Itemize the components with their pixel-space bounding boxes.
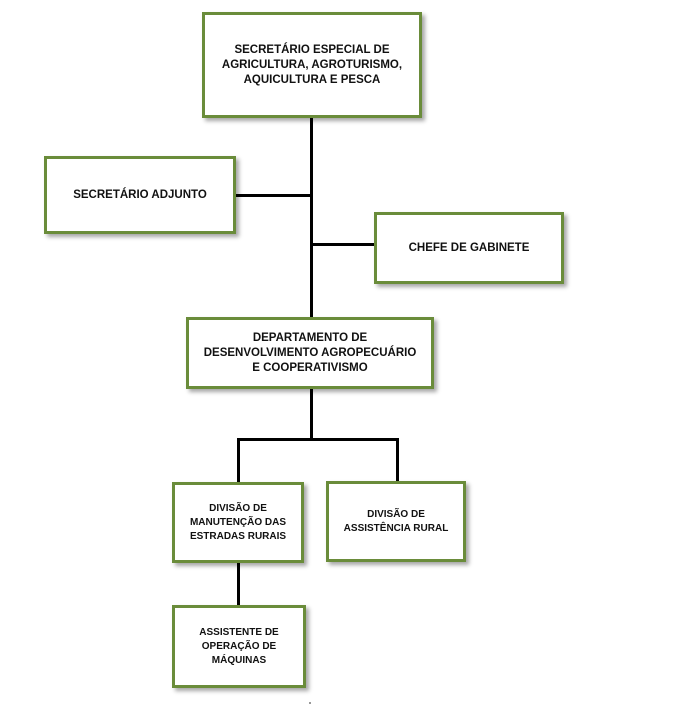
connector-to-divisao-manutencao — [237, 438, 240, 483]
box-secretario-adjunto: SECRETÁRIO ADJUNTO — [44, 156, 236, 234]
connector-to-assistente — [237, 562, 240, 608]
connector-main-vertical — [310, 117, 313, 319]
box-departamento: DEPARTAMENTO DE DESENVOLVIMENTO AGROPECU… — [186, 317, 434, 389]
connector-departamento-down — [310, 388, 313, 440]
box-assistente-operacao: ASSISTENTE DE OPERAÇÃO DE MÁQUINAS — [172, 605, 306, 688]
box-chefe-gabinete: CHEFE DE GABINETE — [374, 212, 564, 284]
connector-to-chefe-gabinete — [312, 243, 376, 246]
box-secretario-especial: SECRETÁRIO ESPECIAL DE AGRICULTURA, AGRO… — [202, 12, 422, 118]
connector-divisions-horizontal — [237, 438, 399, 441]
connector-to-divisao-assistencia — [396, 438, 399, 483]
stray-dot — [309, 702, 311, 704]
connector-to-secretario-adjunto — [236, 194, 312, 197]
box-divisao-manutencao: DIVISÃO DE MANUTENÇÃO DAS ESTRADAS RURAI… — [172, 482, 304, 563]
box-divisao-assistencia: DIVISÃO DE ASSISTÊNCIA RURAL — [326, 481, 466, 562]
